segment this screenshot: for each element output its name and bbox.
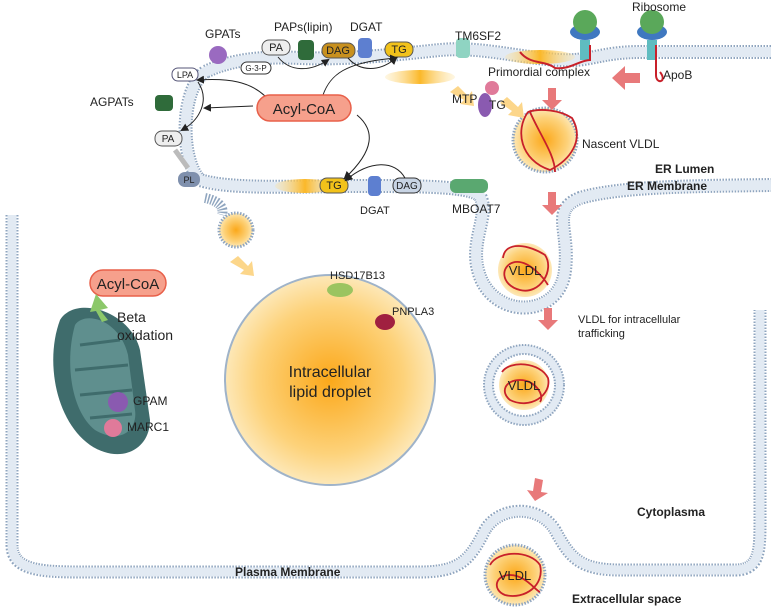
label-dgat-top: DGAT — [350, 20, 383, 34]
dgat-top-protein — [358, 38, 372, 58]
label-oxidation: oxidation — [117, 327, 173, 343]
label-vldl-3: VLDL — [499, 568, 532, 583]
label-nascent-vldl: Nascent VLDL — [582, 137, 660, 151]
label-lipid-droplet-1: Intracellular — [289, 364, 372, 381]
label-er-membrane: ER Membrane — [627, 179, 707, 193]
label-mboat7: MBOAT7 — [452, 202, 501, 216]
ribosome-2 — [637, 10, 667, 60]
pill-pl — [178, 172, 200, 187]
tm6sf2-protein — [456, 38, 470, 58]
acyl-coa-main-text: Acyl-CoA — [273, 101, 336, 118]
gpats-protein — [209, 46, 227, 64]
vldl-particle-3 — [483, 543, 547, 607]
label-vldl-1: VLDL — [509, 263, 542, 278]
pnpla3-protein — [375, 314, 395, 330]
pill-pa-top-text: PA — [269, 42, 284, 54]
label-hsd17b13: HSD17B13 — [330, 270, 385, 282]
pill-g3p-text: G-3-P — [245, 64, 266, 73]
label-pnpla3: PNPLA3 — [392, 306, 434, 318]
green-arrow — [90, 294, 108, 322]
acyl-coa-mito-text: Acyl-CoA — [97, 276, 160, 293]
acyl-coa-mito — [89, 269, 167, 297]
vldl-particle-1 — [498, 243, 552, 297]
agpats-protein — [155, 95, 173, 111]
label-vldl-traffic-2: trafficking — [578, 328, 625, 340]
mboat7-protein — [450, 179, 488, 193]
pill-tg-top-text: TG — [391, 44, 406, 56]
label-dgat-bottom: DGAT — [360, 205, 390, 217]
label-vldl-traffic-1: VLDL for intracellular — [578, 314, 681, 326]
label-vldl-2: VLDL — [508, 378, 541, 393]
pill-lpa — [171, 67, 199, 82]
reaction-arrows — [180, 54, 406, 182]
label-beta: Beta — [117, 309, 146, 325]
pa-to-pl-arrow — [172, 148, 191, 170]
label-agpats: AGPATs — [90, 95, 134, 109]
pill-g3p — [240, 61, 272, 75]
yellow-arrows — [230, 86, 524, 276]
pill-dag-bottom — [392, 177, 422, 194]
label-gpats: GPATs — [205, 27, 241, 41]
pill-tg-bottom — [319, 177, 349, 194]
pill-tg-top — [384, 41, 414, 58]
pill-pa-top — [261, 39, 291, 56]
apob-strand-1 — [519, 45, 591, 70]
label-tg-mtp: TG — [489, 98, 506, 112]
nascent-vldl — [511, 106, 579, 174]
red-arrows — [527, 66, 640, 501]
ribosome-1 — [570, 10, 600, 60]
pill-dag-bottom-text: DAG — [396, 181, 418, 192]
label-tm6sf2: TM6SF2 — [455, 29, 501, 43]
vldl-particle-2 — [483, 344, 565, 426]
label-plasma-membrane: Plasma Membrane — [235, 565, 341, 579]
label-mtp: MTP — [452, 92, 477, 106]
dgat-bottom-protein — [368, 176, 381, 196]
mtp-complex — [478, 81, 499, 117]
pill-tg-bottom-text: TG — [326, 180, 341, 192]
tg-lens-top — [385, 70, 455, 84]
label-extracellular: Extracellular space — [572, 592, 682, 606]
pill-pa-left — [154, 130, 183, 147]
acyl-coa-main — [256, 94, 352, 122]
pill-pl-text: PL — [183, 175, 194, 185]
label-er-lumen: ER Lumen — [655, 162, 714, 176]
plasma-membrane — [5, 215, 767, 579]
label-paps: PAPs(lipin) — [274, 20, 332, 34]
pill-lpa-text: LPA — [177, 70, 193, 80]
apob-strand-2 — [655, 45, 664, 83]
mitochondrion — [53, 307, 150, 455]
pill-pa-left-text: PA — [162, 134, 175, 145]
label-lipid-droplet-2: lipid droplet — [289, 384, 371, 401]
pill-dag-top — [321, 42, 356, 59]
label-apob: ApoB — [663, 68, 692, 82]
budding-droplet — [217, 211, 255, 249]
pill-dag-top-text: DAG — [326, 45, 350, 57]
hsd17b13-protein — [327, 283, 353, 297]
paps-protein — [298, 40, 314, 60]
label-gpam: GPAM — [133, 394, 167, 408]
label-cytoplasma: Cytoplasma — [637, 505, 705, 519]
label-marc1: MARC1 — [127, 420, 169, 434]
label-ribosome: Ribosome — [632, 0, 686, 14]
label-primordial: Primordial complex — [488, 65, 590, 79]
